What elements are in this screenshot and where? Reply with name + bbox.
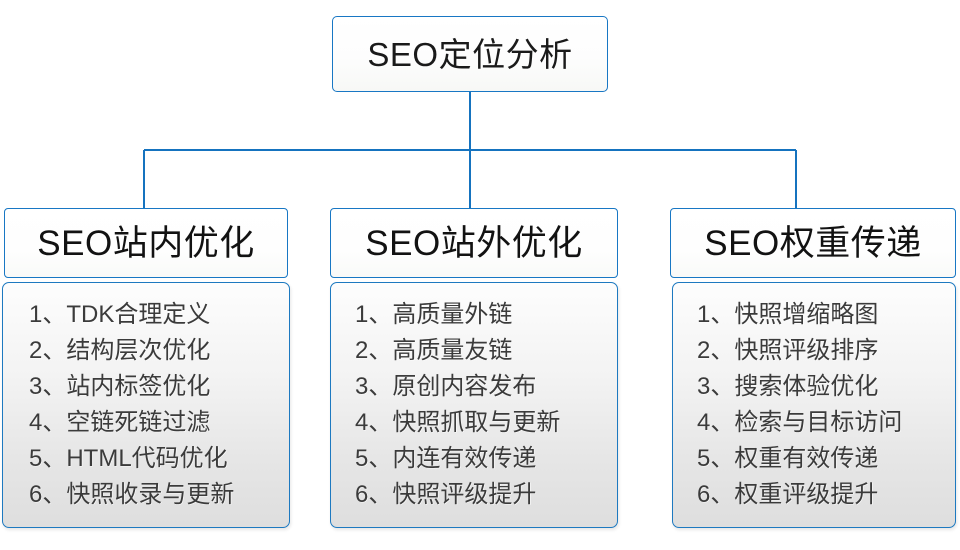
- list-item: 3、搜索体验优化: [697, 373, 879, 400]
- list-item: 5、内连有效传递: [355, 445, 537, 472]
- branch-header-label-3: SEO权重传递: [704, 223, 922, 263]
- root-node[interactable]: SEO定位分析: [332, 16, 608, 92]
- list-item: 2、快照评级排序: [697, 337, 879, 364]
- branch-header-2[interactable]: SEO站外优化: [330, 208, 618, 278]
- branch-list-3: 1、快照增缩略图 2、快照评级排序 3、搜索体验优化 4、检索与目标访问 5、权…: [672, 282, 956, 528]
- root-node-label: SEO定位分析: [367, 35, 573, 73]
- list-item: 5、HTML代码优化: [29, 445, 228, 472]
- list-item: 5、权重有效传递: [697, 445, 879, 472]
- list-item: 2、高质量友链: [355, 337, 513, 364]
- branch-header-label-1: SEO站内优化: [37, 223, 255, 263]
- branch-column-1: SEO站内优化 1、TDK合理定义 2、结构层次优化 3、站内标签优化 4、空链…: [2, 208, 290, 528]
- branch-column-2: SEO站外优化 1、高质量外链 2、高质量友链 3、原创内容发布 4、快照抓取与…: [330, 208, 618, 528]
- list-item: 1、TDK合理定义: [29, 301, 211, 328]
- list-item: 3、站内标签优化: [29, 373, 211, 400]
- branch-header-3[interactable]: SEO权重传递: [670, 208, 956, 278]
- list-item: 4、空链死链过滤: [29, 409, 211, 436]
- list-item: 6、快照评级提升: [355, 481, 537, 508]
- branch-list-1: 1、TDK合理定义 2、结构层次优化 3、站内标签优化 4、空链死链过滤 5、H…: [2, 282, 290, 528]
- list-item: 3、原创内容发布: [355, 373, 537, 400]
- list-item: 4、检索与目标访问: [697, 409, 903, 436]
- list-item: 1、高质量外链: [355, 301, 513, 328]
- branch-header-label-2: SEO站外优化: [365, 223, 583, 263]
- list-item: 1、快照增缩略图: [697, 301, 879, 328]
- branch-list-2: 1、高质量外链 2、高质量友链 3、原创内容发布 4、快照抓取与更新 5、内连有…: [330, 282, 618, 528]
- branch-column-3: SEO权重传递 1、快照增缩略图 2、快照评级排序 3、搜索体验优化 4、检索与…: [670, 208, 956, 528]
- list-item: 4、快照抓取与更新: [355, 409, 561, 436]
- list-item: 2、结构层次优化: [29, 337, 211, 364]
- list-item: 6、权重评级提升: [697, 481, 879, 508]
- branch-header-1[interactable]: SEO站内优化: [4, 208, 288, 278]
- list-item: 6、快照收录与更新: [29, 481, 235, 508]
